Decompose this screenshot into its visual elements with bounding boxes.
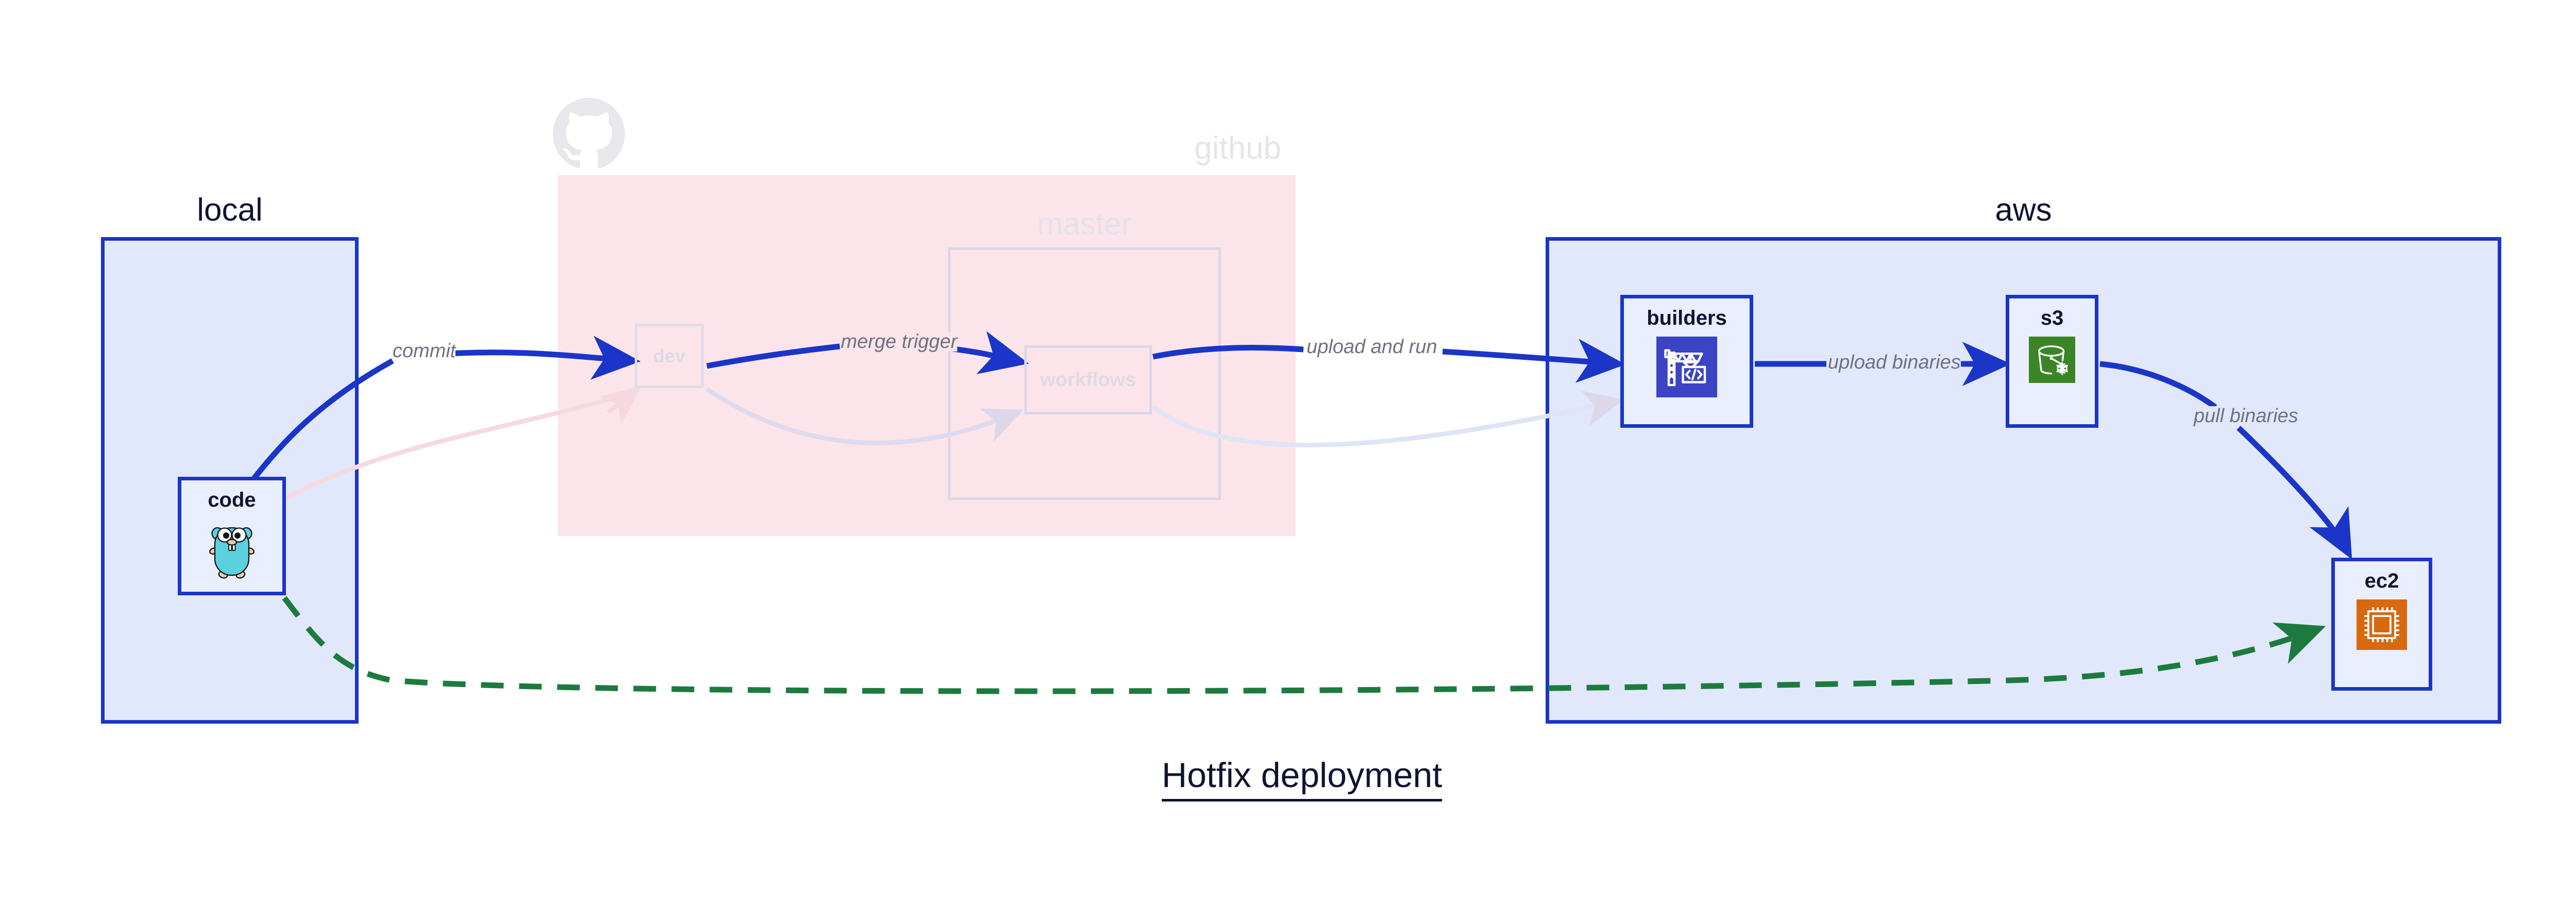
group-github-label: github (1194, 130, 1281, 166)
node-code[interactable]: code (178, 477, 286, 595)
diagram-title: Hotfix deployment (0, 755, 2576, 801)
edge-label-upload-and-run: upload and run (1307, 336, 1437, 358)
aws-ec2-icon (2357, 599, 2407, 650)
node-ec2[interactable]: ec2 (2331, 558, 2432, 691)
aws-s3-glacier-icon (2029, 337, 2075, 383)
node-s3[interactable]: s3 (2006, 295, 2098, 428)
node-s3-label: s3 (2040, 307, 2064, 329)
aws-codebuild-icon (1656, 337, 1717, 397)
node-workflows-label: workflows (1040, 369, 1136, 391)
edge-label-merge-trigger: merge trigger (841, 331, 957, 353)
go-gopher-icon (209, 527, 255, 579)
node-ec2-label: ec2 (2364, 570, 2399, 592)
group-master (948, 247, 1221, 500)
edge-label-pull-binaries: pull binaries (2194, 405, 2298, 427)
node-builders-label: builders (1647, 307, 1727, 329)
node-builders[interactable]: builders (1620, 295, 1753, 428)
node-code-label: code (208, 489, 256, 511)
edge-label-upload-binaries: upload binaries (1828, 352, 1961, 373)
node-workflows[interactable]: workflows (1024, 345, 1152, 414)
node-dev[interactable]: dev (635, 324, 704, 388)
group-local-label: local (197, 192, 263, 228)
node-dev-label: dev (653, 345, 686, 366)
github-octocat-icon (553, 98, 625, 169)
diagram-title-text: Hotfix deployment (1161, 756, 1443, 801)
group-aws-label: aws (1995, 192, 2052, 228)
group-master-label: master (1037, 207, 1132, 241)
edge-label-commit: commit (393, 340, 456, 362)
